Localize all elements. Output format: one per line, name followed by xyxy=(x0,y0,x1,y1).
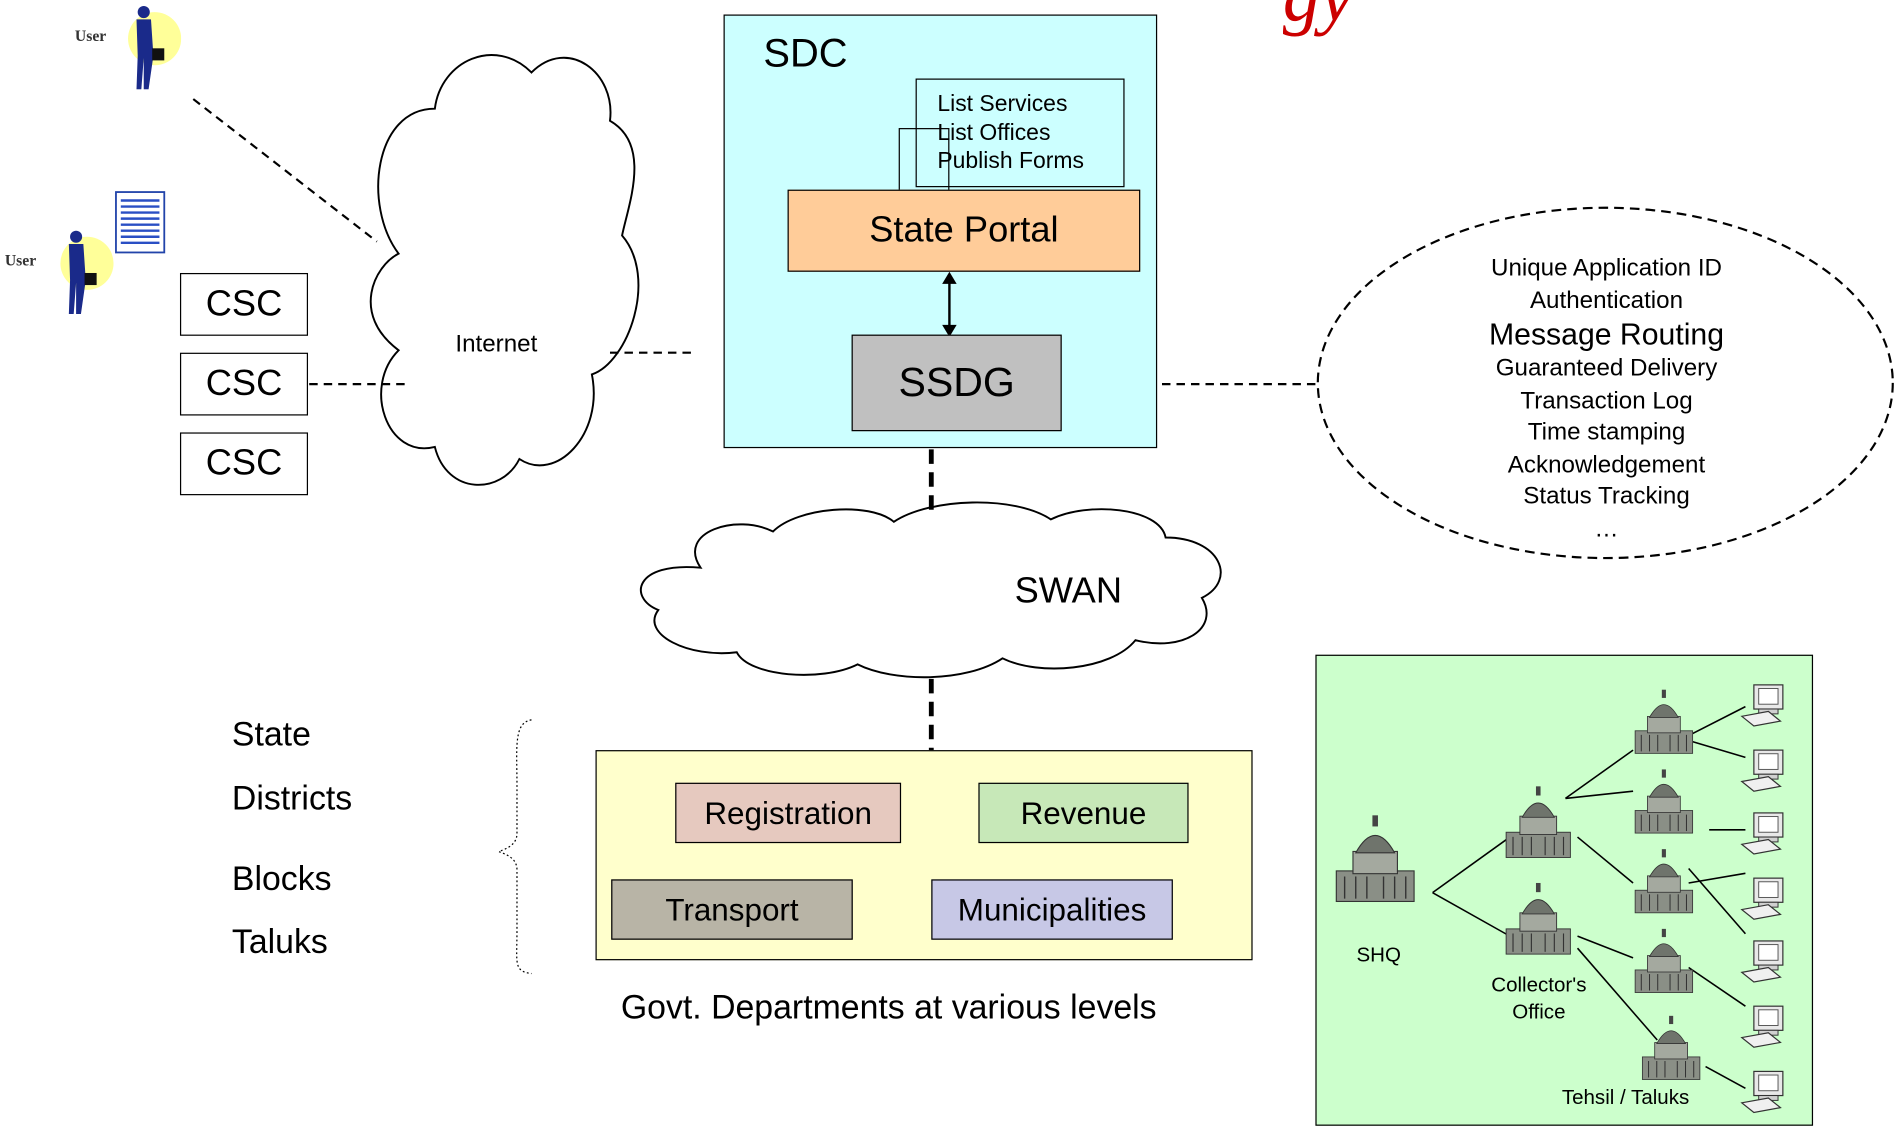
swan-label: SWAN xyxy=(1014,571,1123,612)
csc-box: CSC xyxy=(179,272,309,336)
services-box: List Services List Offices Publish Forms xyxy=(915,78,1125,188)
feature-item: Unique Application ID xyxy=(1491,254,1722,282)
computer-icon xyxy=(1740,812,1784,855)
service-item: List Services xyxy=(937,91,1068,118)
document-icon xyxy=(115,191,166,254)
department-registration: Registration xyxy=(675,782,902,844)
level-label: Taluks xyxy=(231,922,328,961)
user-1: User xyxy=(70,2,182,90)
collector-label: Collector's Office xyxy=(1491,973,1587,1024)
sdc-container: SDC List Services List Offices Publish F… xyxy=(723,14,1158,449)
user-label: User xyxy=(4,251,37,270)
feature-item: Guaranteed Delivery xyxy=(1495,355,1718,382)
feature-item: Authentication xyxy=(1529,286,1684,314)
shq-building-icon xyxy=(1335,815,1415,903)
csc-box: CSC xyxy=(179,432,309,496)
feature-item: Time stamping xyxy=(1527,419,1686,446)
levels-brace xyxy=(497,719,532,975)
tehsil-building-icon xyxy=(1634,689,1694,754)
shq-label: SHQ xyxy=(1356,943,1401,967)
sdc-label: SDC xyxy=(763,30,848,75)
collector-building-icon xyxy=(1505,882,1571,955)
services-overlap-box xyxy=(898,128,950,196)
feature-item: … xyxy=(1594,515,1619,542)
computer-icon xyxy=(1740,940,1784,983)
department-municipalities: Municipalities xyxy=(931,879,1173,940)
computer-icon xyxy=(1740,877,1784,920)
hierarchy-panel: SHQ Collector's Office Tehsil / Taluks xyxy=(1315,654,1814,1126)
gateway-features-ellipse xyxy=(1316,206,1894,560)
computer-icon xyxy=(1740,1005,1784,1048)
state-portal-box: State Portal xyxy=(787,189,1141,272)
level-label: Districts xyxy=(231,779,353,817)
feature-item: Transaction Log xyxy=(1520,387,1693,414)
feature-item: Message Routing xyxy=(1489,317,1725,352)
tehsil-building-icon xyxy=(1634,849,1694,914)
internet-cloud xyxy=(369,54,640,486)
user-2: User xyxy=(5,191,169,317)
ssdg-box: SSDG xyxy=(851,334,1062,432)
feature-item: Acknowledgement xyxy=(1507,451,1706,478)
tehsil-building-icon xyxy=(1634,769,1694,834)
businessman-icon xyxy=(128,6,182,90)
service-item: List Offices xyxy=(937,120,1051,146)
title-fragment: gy xyxy=(1283,0,1354,40)
departments-caption: Govt. Departments at various levels xyxy=(620,988,1157,1026)
department-transport: Transport xyxy=(611,879,853,940)
computer-icon xyxy=(1740,749,1784,792)
swan-cloud xyxy=(640,501,1222,679)
collector-building-icon xyxy=(1505,786,1571,858)
computer-icon xyxy=(1740,684,1784,727)
tehsil-label: Tehsil / Taluks xyxy=(1561,1085,1690,1109)
businessman-icon xyxy=(60,230,114,315)
csc-box: CSC xyxy=(179,352,309,416)
hierarchy-diagram xyxy=(1335,684,1784,1114)
level-label: State xyxy=(231,715,311,753)
service-item: Publish Forms xyxy=(937,148,1084,174)
user-label: User xyxy=(74,26,107,45)
internet-label: Internet xyxy=(455,330,538,358)
department-revenue: Revenue xyxy=(978,782,1189,844)
bidirectional-arrow-icon xyxy=(942,271,957,338)
level-label: Blocks xyxy=(231,860,332,898)
tehsil-building-icon xyxy=(1641,1015,1701,1080)
gateway-features-list: Unique Application ID Authentication Mes… xyxy=(1425,252,1787,544)
feature-item: Status Tracking xyxy=(1523,483,1690,510)
tehsil-building-icon xyxy=(1634,928,1694,993)
computer-icon xyxy=(1740,1070,1784,1114)
